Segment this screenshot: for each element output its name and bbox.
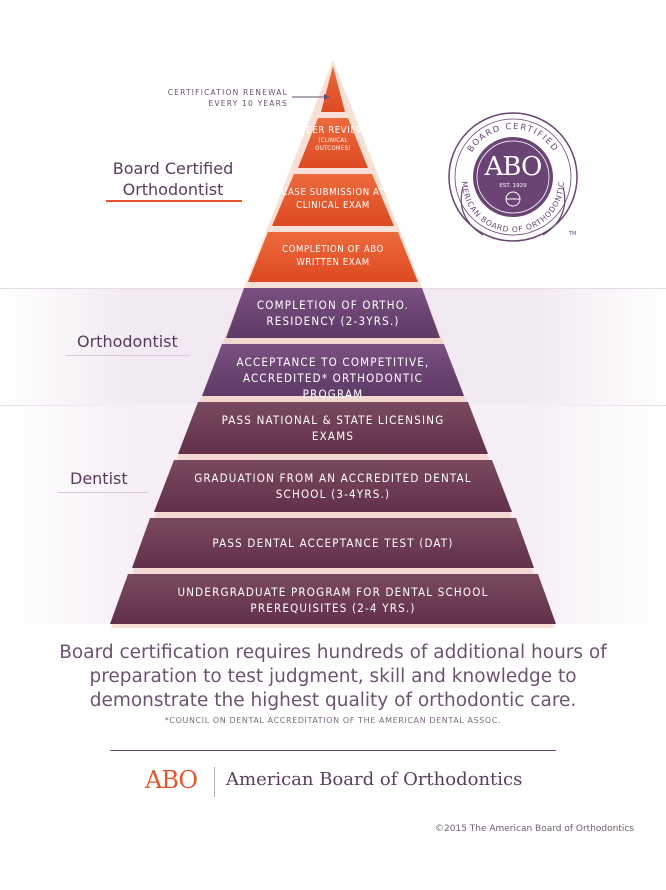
footnote: *Council on Dental Accreditation of the … bbox=[164, 716, 502, 725]
step-undergrad-shape bbox=[110, 574, 556, 624]
step-case-submission-shape bbox=[272, 174, 394, 226]
step-apex bbox=[321, 66, 345, 112]
tier-orthodontist: Orthodontist bbox=[77, 332, 178, 351]
footer-separator bbox=[214, 767, 215, 797]
step-written-exam-shape bbox=[248, 232, 418, 282]
step-written-exam: Completion of ABO Written Exam bbox=[282, 244, 384, 268]
step-dat-shape bbox=[132, 518, 534, 568]
step-peer-review-shape bbox=[298, 118, 368, 168]
abo-seal: BOARD CERTIFIED AMERICAN BOARD OF ORTHOD… bbox=[448, 112, 578, 242]
tagline: Board certification requires hundreds of… bbox=[59, 642, 607, 711]
step-graduation: Graduation from an Accredited Dental Sch… bbox=[194, 471, 472, 501]
footer-org-name: American Board of Orthodontics bbox=[226, 769, 523, 790]
seal-mark: ABO bbox=[484, 152, 542, 182]
step-residency: Completion of Ortho. Residency (2-3yrs.) bbox=[256, 298, 410, 328]
step-licensing: Pass National & State Licensing Exams bbox=[221, 413, 445, 443]
step-peer-review-title: Peer Review bbox=[300, 125, 366, 136]
step-licensing-shape bbox=[178, 402, 488, 454]
step-undergrad: Undergraduate Program for Dental School … bbox=[177, 585, 489, 615]
tier-orthodontist-rule bbox=[66, 355, 190, 356]
copyright: ©2015 The American Board of Orthodontics bbox=[434, 824, 634, 834]
footer-divider bbox=[110, 750, 556, 751]
step-acceptance-program: Acceptance to Competitive, Accredited* O… bbox=[236, 355, 430, 401]
tier-dentist-rule bbox=[58, 492, 148, 493]
step-case-submission: Case Submission at Clinical Exam bbox=[281, 187, 385, 211]
renewal-arrow-head bbox=[324, 94, 330, 100]
footer-abo-logo: ABO bbox=[145, 766, 198, 794]
tier-board-certified: Board Certified Orthodontist bbox=[112, 159, 234, 199]
step-residency-shape bbox=[226, 288, 440, 338]
step-acceptance-shape bbox=[202, 344, 464, 396]
step-dat: Pass Dental Acceptance Test (DAT) bbox=[212, 536, 454, 550]
step-graduation-shape bbox=[154, 460, 512, 512]
tier-dentist: Dentist bbox=[70, 469, 128, 488]
seal-est: EST. 1929 bbox=[499, 183, 527, 189]
renewal-note: Certification renewal every 10 years bbox=[167, 88, 288, 108]
tier-board-certified-rule bbox=[106, 200, 242, 202]
seal-tm: TM bbox=[568, 231, 576, 237]
step-peer-review-sub: (Clinical Outcomes) bbox=[315, 137, 351, 152]
step-peer-review: Peer Review (Clinical Outcomes) bbox=[300, 124, 366, 153]
